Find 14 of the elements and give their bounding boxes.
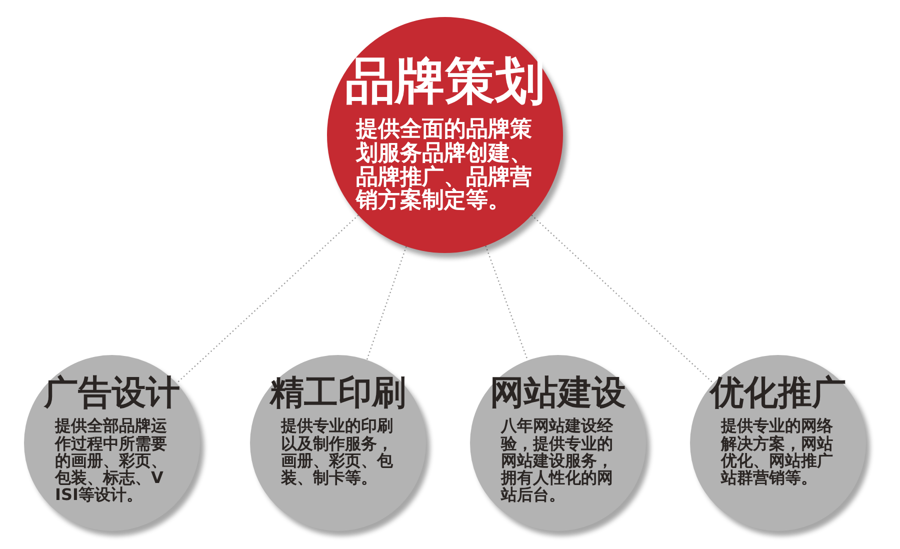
description-text: 提供专业的印刷以及制作服务，画册、彩页、包装、制卡等。 [281, 417, 394, 486]
connector-line [366, 246, 407, 360]
heading-text: 广告设计 [44, 375, 180, 412]
description-text: 提供全部品牌运作过程中所需要的画册、彩页、包装、标志、VISI等设计。 [55, 417, 168, 504]
connector-line [176, 214, 359, 384]
connector-line [531, 214, 714, 384]
description-text: 提供专业的网络解决方案，网站优化、网站推广站群营销等。 [721, 417, 834, 486]
heading-text: 优化推广 [710, 375, 846, 412]
connector-line [485, 246, 528, 361]
heading-text: 网站建设 [490, 375, 626, 412]
description-text: 提供全面的品牌策划服务品牌创建、品牌推广、品牌营销方案制定等。 [356, 118, 533, 213]
heading-text: 品牌策划 [345, 53, 545, 108]
description-text: 八年网站建设经验，提供专业的网站建设服务，拥有人性化的网站后台。 [501, 417, 614, 504]
heading-text: 精工印刷 [270, 375, 406, 412]
